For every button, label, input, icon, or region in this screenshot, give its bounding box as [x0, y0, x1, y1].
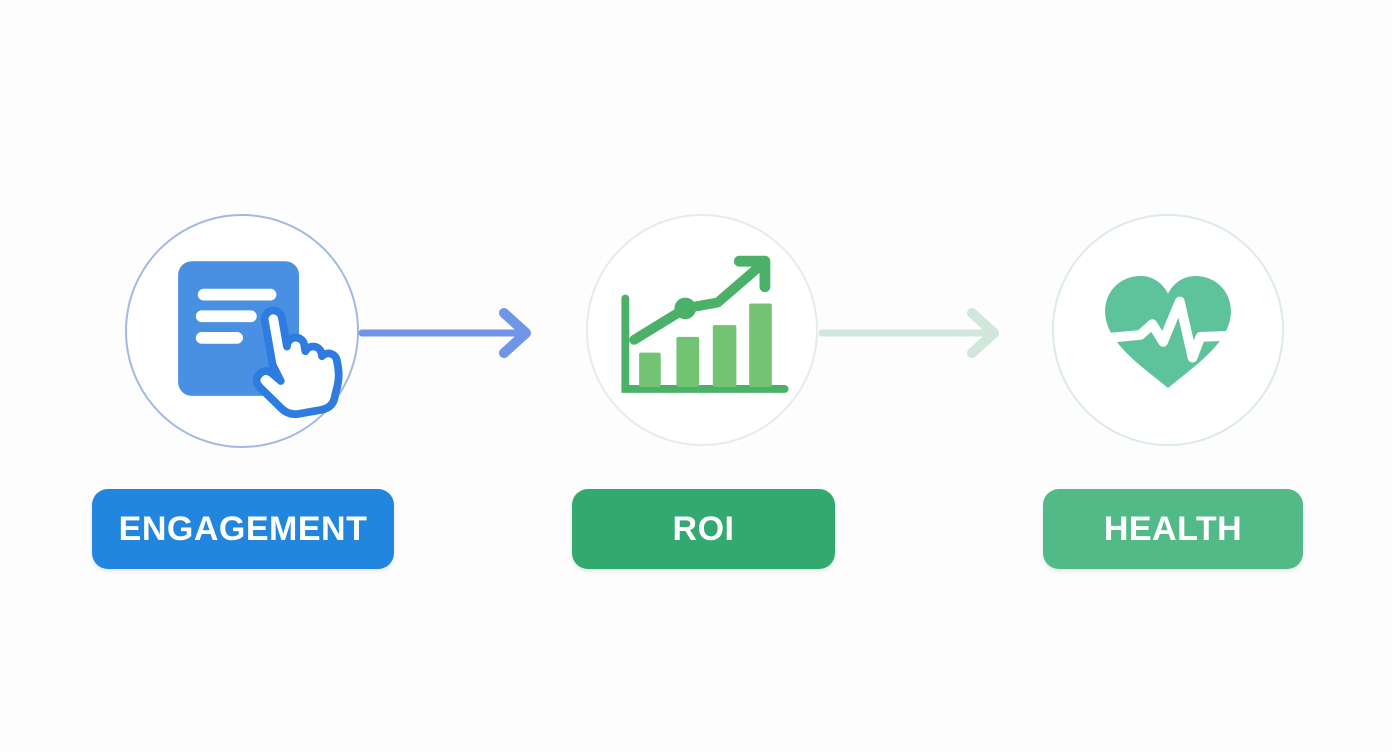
arrow-engagement-to-roi — [358, 308, 531, 358]
stage-circle-health — [1052, 214, 1284, 446]
document-click-icon — [178, 261, 343, 419]
stage-label-engagement[interactable]: ENGAGEMENT — [92, 489, 394, 569]
stage-label-health[interactable]: HEALTH — [1043, 489, 1303, 569]
arrow-roi-to-health — [818, 308, 999, 358]
stage-circle-engagement — [125, 214, 359, 448]
stage-label-roi[interactable]: ROI — [572, 489, 835, 569]
stage-circle-roi — [586, 214, 818, 446]
bar-chart-growth-icon — [621, 255, 789, 393]
heartbeat-icon — [1104, 275, 1232, 388]
